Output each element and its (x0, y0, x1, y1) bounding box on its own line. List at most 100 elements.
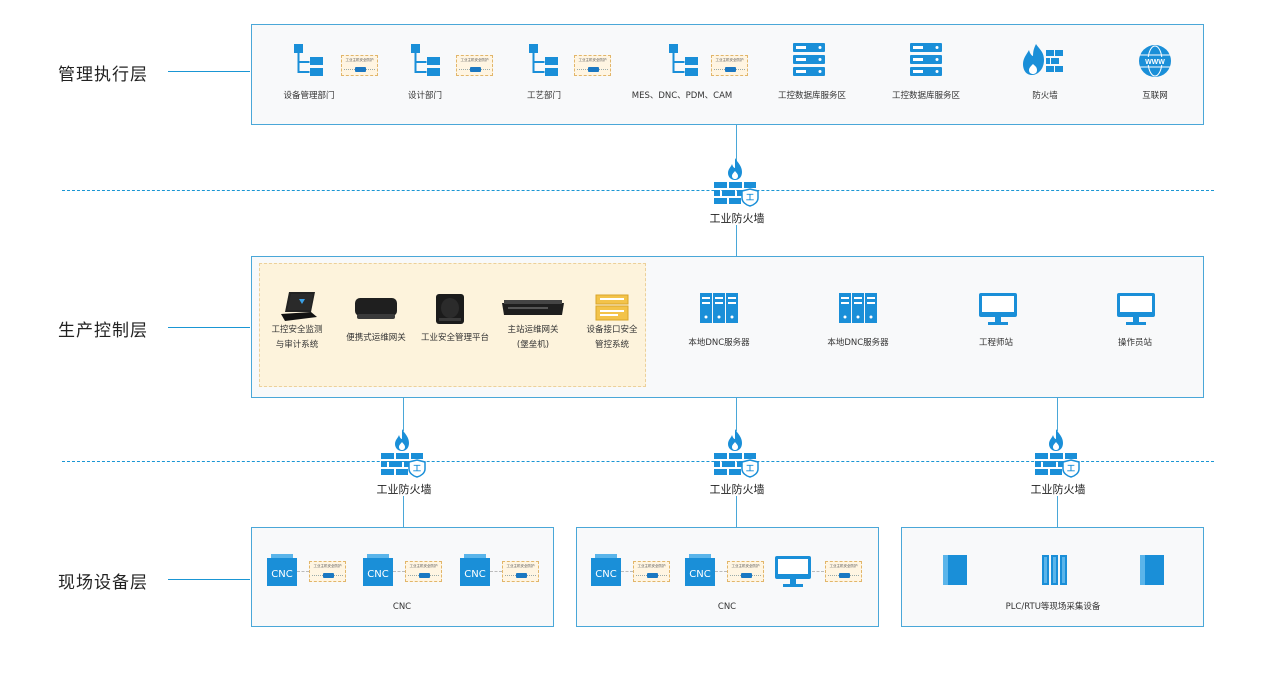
chip-label: 工业主机安全防护 (829, 564, 858, 568)
cnc-label: CNC (689, 569, 711, 580)
dnc-server-icon (700, 293, 738, 323)
layer-connector (168, 327, 250, 328)
dotted-link (297, 571, 309, 572)
host-protection-chip: 工业主机安全防护 (825, 561, 862, 582)
org-chart-icon (529, 44, 558, 76)
gateway-device-icon (355, 298, 397, 319)
item-label: 工业安全管理平台 (420, 333, 490, 343)
chip-label: 工业主机安全防护 (578, 58, 607, 62)
firewall-label: 工业防火墙 (376, 483, 432, 496)
layer-divider (62, 461, 1214, 462)
firewall-badge: 工 (413, 464, 421, 473)
item-label: 本地DNC服务器 (827, 338, 889, 348)
connector-line (1057, 398, 1058, 431)
connector-line (403, 496, 404, 527)
globe-www-icon: WWW (1139, 45, 1171, 77)
host-protection-chip: 工业主机安全防护 (727, 561, 764, 582)
rack-appliance-icon (502, 300, 564, 315)
host-protection-chip: 工业主机安全防护 (633, 561, 670, 582)
server-rack-icon (793, 43, 825, 76)
host-protection-chip: 工业主机安全防护 (405, 561, 442, 582)
host-protection-chip: 工业主机安全防护 (341, 55, 378, 76)
item-label: 主站运维网关 (堡垒机) (507, 325, 559, 350)
firewall-icon (1023, 44, 1063, 75)
firewall-badge: 工 (1067, 464, 1075, 473)
server-rack-icon (910, 43, 942, 76)
laptop-icon (281, 292, 317, 321)
group-caption: CNC (717, 602, 737, 612)
host-protection-chip: 工业主机安全防护 (711, 55, 748, 76)
connector-line (736, 125, 737, 165)
connector-line (736, 398, 737, 431)
org-chart-icon (294, 44, 323, 76)
monitor-icon (775, 556, 811, 587)
industrial-firewall: 工 (1034, 428, 1080, 478)
org-chart-icon (411, 44, 440, 76)
host-protection-chip: 工业主机安全防护 (574, 55, 611, 76)
industrial-firewall: 工 (713, 428, 759, 478)
industrial-firewall: 工 (713, 157, 759, 207)
dotted-link (490, 571, 502, 572)
monitor-icon (1117, 293, 1155, 325)
rtu-device-icon (1042, 555, 1067, 585)
connector-line (403, 398, 404, 431)
layer-connector (168, 71, 250, 72)
item-label: 工控安全监测 与审计系统 (271, 325, 323, 350)
firewall-badge: 工 (746, 193, 754, 202)
host-protection-chip: 工业主机安全防护 (456, 55, 493, 76)
interface-control-icon (595, 294, 629, 321)
chip-label: 工业主机安全防护 (409, 564, 438, 568)
host-protection-chip: 工业主机安全防护 (309, 561, 346, 582)
cnc-machine-icon: CNC (685, 554, 715, 586)
firewall-label: 工业防火墙 (1030, 483, 1086, 496)
group-caption: CNC (392, 602, 412, 612)
plc-device-icon (1140, 555, 1164, 585)
monitor-icon (979, 293, 1017, 325)
dnc-server-icon (839, 293, 877, 323)
chip-label: 工业主机安全防护 (715, 58, 744, 62)
item-label: 工艺部门 (526, 91, 562, 101)
cnc-machine-icon: CNC (591, 554, 621, 586)
item-label: 设备管理部门 (283, 91, 335, 101)
layer-label-production: 生产控制层 (58, 321, 148, 341)
industrial-firewall: 工 (380, 428, 426, 478)
item-label: MES、DNC、PDM、CAM (631, 91, 733, 101)
layer-divider (62, 190, 1214, 191)
dotted-link (621, 571, 633, 572)
item-label: 便携式运维网关 (346, 333, 406, 343)
cnc-label: CNC (595, 569, 617, 580)
item-label: 工程师站 (978, 338, 1014, 348)
layer-label-management: 管理执行层 (58, 65, 148, 85)
item-label: 防火墙 (1032, 91, 1058, 101)
cnc-machine-icon: CNC (460, 554, 490, 586)
item-label: 设备接口安全 管控系统 (586, 325, 638, 350)
industrial-firewall-icon (714, 429, 759, 478)
org-chart-icon (669, 44, 698, 76)
host-protection-chip: 工业主机安全防护 (502, 561, 539, 582)
group-caption: PLC/RTU等现场采集设备 (1005, 602, 1101, 612)
plc-device-icon (943, 555, 967, 585)
chip-label: 工业主机安全防护 (460, 58, 489, 62)
chip-label: 工业主机安全防护 (637, 564, 666, 568)
dotted-link (715, 571, 727, 572)
connector-line (736, 496, 737, 527)
chip-label: 工业主机安全防护 (506, 564, 535, 568)
item-label: 工控数据库服务区 (891, 91, 961, 101)
server-tower-icon (436, 294, 464, 324)
item-label: 本地DNC服务器 (688, 338, 750, 348)
industrial-firewall-icon (714, 158, 759, 207)
industrial-firewall-icon (1035, 429, 1080, 478)
chip-label: 工业主机安全防护 (731, 564, 760, 568)
cnc-machine-icon: CNC (363, 554, 393, 586)
firewall-label: 工业防火墙 (709, 212, 765, 225)
layer-label-field: 现场设备层 (58, 573, 148, 593)
cnc-label: CNC (464, 569, 486, 580)
cnc-label: CNC (367, 569, 389, 580)
connector-line (736, 225, 737, 256)
security-products-area (259, 263, 646, 387)
firewall-label: 工业防火墙 (709, 483, 765, 496)
item-label: 工控数据库服务区 (777, 91, 847, 101)
item-label: 设计部门 (407, 91, 443, 101)
svg-text:WWW: WWW (1145, 59, 1165, 66)
industrial-firewall-icon (381, 429, 426, 478)
